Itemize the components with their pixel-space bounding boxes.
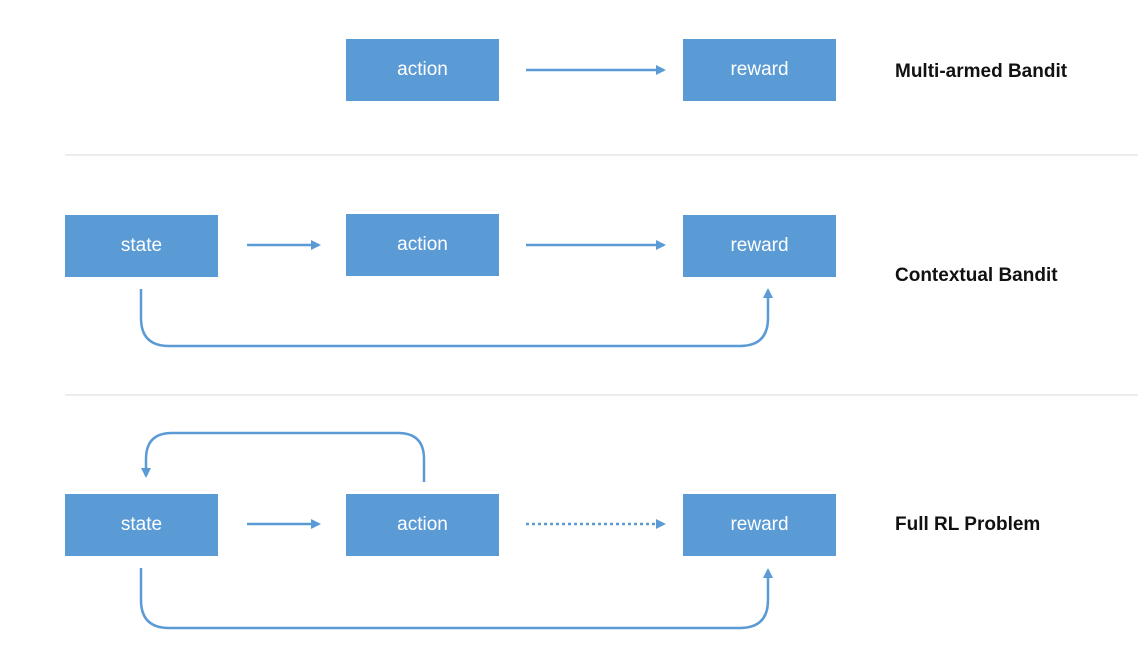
edge-state-to-reward-below-row2 <box>139 288 773 348</box>
row-label-contextual-bandit: Contextual Bandit <box>895 265 1058 286</box>
reward-node-row3: reward <box>683 494 836 556</box>
reward-node-row2: reward <box>683 215 836 277</box>
action-node-row2: action <box>346 214 499 276</box>
edge-action-to-state-above-row3 <box>141 431 426 482</box>
row-label-multi-armed-bandit: Multi-armed Bandit <box>895 61 1068 82</box>
reward-node-row1: reward <box>683 39 836 101</box>
row-label-full-rl-problem: Full RL Problem <box>895 514 1041 535</box>
state-node-row2: state <box>65 215 218 277</box>
action-node-row1: action <box>346 39 499 101</box>
edge-state-to-reward-below-row3 <box>139 568 773 630</box>
state-node-row3: state <box>65 494 218 556</box>
action-node-row3: action <box>346 494 499 556</box>
